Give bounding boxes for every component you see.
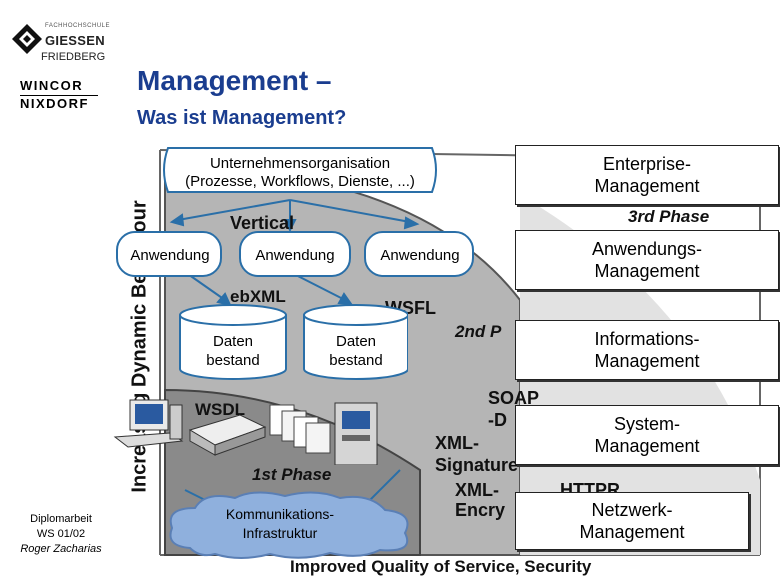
database-cylinders [179,304,408,380]
bg-phase3-text: 3rd Phase [628,207,710,226]
bg-bottom-text: Improved Quality of Service, Security [290,557,592,576]
org-line1: Unternehmensorganisation [209,155,391,172]
database-1-label: Daten bestand [180,332,286,370]
bg-soap-text: SOAP [488,388,540,408]
org-line2: (Prozesse, Workflows, Dienste, ...) [185,173,415,190]
management-box-line2: Management [594,176,700,196]
fh-diamond-icon [12,24,42,54]
computer-icon [113,399,184,448]
bg-vertical-text: Vertical [230,213,295,233]
bg-xml-sig2-text: Signature [435,455,519,475]
footer-author: Roger Zacharias [20,543,102,555]
page-subtitle: Was ist Management? [137,107,347,129]
management-box-system: System- Management [515,405,779,465]
fh-giessen-text: GIESSEN [45,33,105,48]
bg-xml-sig1-text: XML- [435,433,479,453]
footer-info: Diplomarbeit WS 01/02 Roger Zacharias [20,512,102,557]
footer-line2: WS 01/02 [36,528,86,540]
vertical-axis-label-wrap: Increasing Dynamic Behaviour [120,150,151,555]
bg-phase2-text: 2nd P [455,322,502,341]
management-box-enterprise: Enterprise- Management [515,145,779,205]
page-title: Management – [137,65,332,96]
vertical-axis-label: Increasing Dynamic Behaviour [128,200,151,493]
database-2-label: Daten bestand [304,332,408,370]
app-boxes-shapes [116,231,474,277]
wincor-divider [20,95,98,96]
management-box-line2: Management [594,261,700,281]
fh-friedberg-text: FRIEDBERG [41,51,106,63]
cloud-shape [169,491,409,559]
nixdorf-text: NIXDORF [20,96,89,111]
management-box-line2: Management [579,522,685,542]
bg-xml-enc2-text: Encry [455,500,506,520]
management-box-line2: Management [594,436,700,456]
database-icon-1 [179,304,287,380]
cloud-line1: Kommunikations- [225,506,335,522]
bg-d-text: -D [488,410,507,430]
fh-small-text: FACHHOCHSCHULE [45,23,111,29]
app-box-3: Anwendung [380,247,460,264]
management-box-line1: System- [613,414,680,434]
app-box-2: Anwendung [255,247,335,264]
management-box-network: Netzwerk- Management [515,492,749,550]
wincor-nixdorf-logo: WINCOR NIXDORF [20,78,98,112]
bg-phase1-text: 1st Phase [252,465,332,484]
cloud-label: Kommunikations- Infrastruktur [180,505,380,543]
footer-line1: Diplomarbeit [30,513,92,525]
org-box-shape [163,147,437,193]
db1-line2: bestand [206,352,260,369]
documents-icon [269,404,331,454]
database-icon-2 [303,304,408,380]
management-box-line1: Informations- [594,329,700,349]
management-box-application: Anwendungs- Management [515,230,779,290]
bg-wsdl-text: WSDL [195,400,246,419]
management-box-line1: Enterprise- [602,154,692,174]
db2-line2: bestand [329,352,383,369]
management-box-information: Informations- Management [515,320,779,380]
db2-line1: Daten [335,333,377,350]
management-box-line1: Anwendungs- [591,239,703,259]
wincor-text: WINCOR [20,78,84,93]
printer-icon [188,414,267,456]
org-box-label: Unternehmensorganisation (Prozesse, Work… [160,155,440,191]
management-box-line2: Management [594,351,700,371]
bg-xml-enc1-text: XML- [455,480,499,500]
app-box-1: Anwendung [130,247,210,264]
fh-giessen-friedberg-logo: FACHHOCHSCHULE GIESSEN FRIEDBERG [10,20,110,70]
atm-icon [334,402,378,465]
cloud-line2: Infrastruktur [242,525,318,541]
db1-line1: Daten [212,333,254,350]
hardware-pictograms [113,399,378,465]
bg-ebxml-text: ebXML [230,287,286,306]
management-box-line1: Netzwerk- [591,500,673,520]
